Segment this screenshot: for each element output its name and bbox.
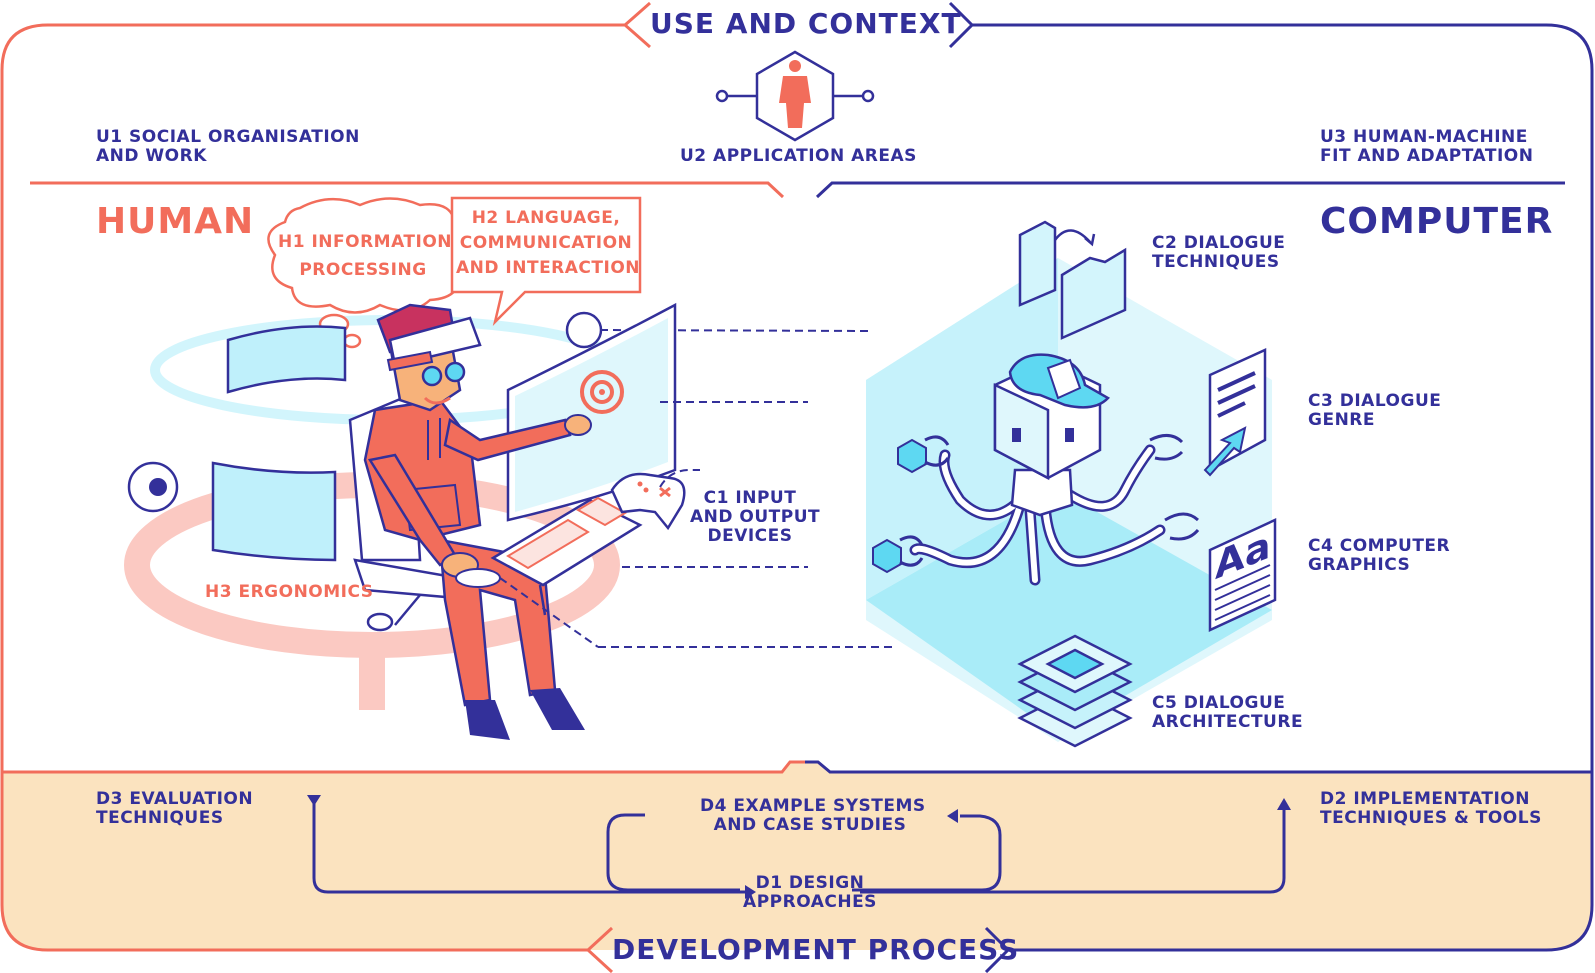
typography-icon (1208, 518, 1277, 632)
use-and-context-heading: USE AND CONTEXT (650, 7, 962, 40)
development-zone (2, 762, 1592, 950)
dev-divider-right (805, 760, 1592, 774)
frame-right (970, 23, 1594, 952)
connector-lines (499, 401, 895, 648)
bottom-tab-left (585, 926, 614, 973)
gamepad-icon (610, 472, 686, 531)
c1-label: C1 INPUT AND OUTPUT DEVICES (690, 488, 821, 546)
webcam-icon (127, 461, 179, 513)
c2-label: C2 DIALOGUE TECHNIQUES (1152, 233, 1286, 272)
d2-label: D2 IMPLEMENTATION TECHNIQUES & TOOLS (1320, 789, 1542, 828)
person-illustration (363, 303, 592, 740)
floating-panel-left (211, 461, 337, 562)
layers-icon (1017, 634, 1133, 748)
computer-heading: COMPUTER (1320, 201, 1554, 242)
monitor-screen (515, 318, 668, 512)
d1-label: D1 DESIGN APPROACHES (743, 873, 877, 912)
d3-label: D3 EVALUATION TECHNIQUES (96, 789, 254, 828)
u3-label: U3 HUMAN-MACHINE FIT AND ADAPTATION (1320, 127, 1534, 166)
file-transfer-icon (1018, 220, 1127, 340)
use-divider-left (30, 181, 785, 199)
development-process-heading: DEVELOPMENT PROCESS (612, 933, 1020, 966)
document-cursor-icon (1203, 348, 1267, 477)
speech-bubble (450, 196, 642, 326)
top-tab-right (948, 1, 975, 49)
floating-panel-top (226, 325, 347, 394)
bottom-tab-right (984, 926, 1011, 973)
h3-label: H3 ERGONOMICS (205, 582, 374, 602)
robot-illustration (872, 353, 1200, 586)
c5-label: C5 DIALOGUE ARCHITECTURE (1152, 693, 1304, 732)
dev-divider-left (2, 760, 805, 774)
use-divider-right (815, 181, 1565, 199)
h2-label: H2 LANGUAGE, COMMUNICATION AND INTERACTI… (456, 208, 640, 278)
c3-label: C3 DIALOGUE GENRE (1308, 391, 1442, 430)
d4-label: D4 EXAMPLE SYSTEMS AND CASE STUDIES (700, 796, 926, 835)
frame-left (0, 23, 625, 952)
target-icon (580, 370, 624, 414)
c4-label: C4 COMPUTER GRAPHICS (1308, 536, 1451, 575)
person-hexagon-icon (715, 50, 875, 142)
process-cycle (312, 797, 1286, 894)
u2-label: U2 APPLICATION AREAS (680, 146, 917, 166)
human-heading: HUMAN (96, 201, 255, 242)
u1-label: U1 SOCIAL ORGANISATION AND WORK (96, 127, 360, 166)
h1-label: H1 INFORMATION PROCESSING (278, 232, 453, 280)
keyboard (490, 496, 643, 616)
top-tab-left (622, 1, 651, 49)
process-arrowheads (307, 795, 1291, 899)
